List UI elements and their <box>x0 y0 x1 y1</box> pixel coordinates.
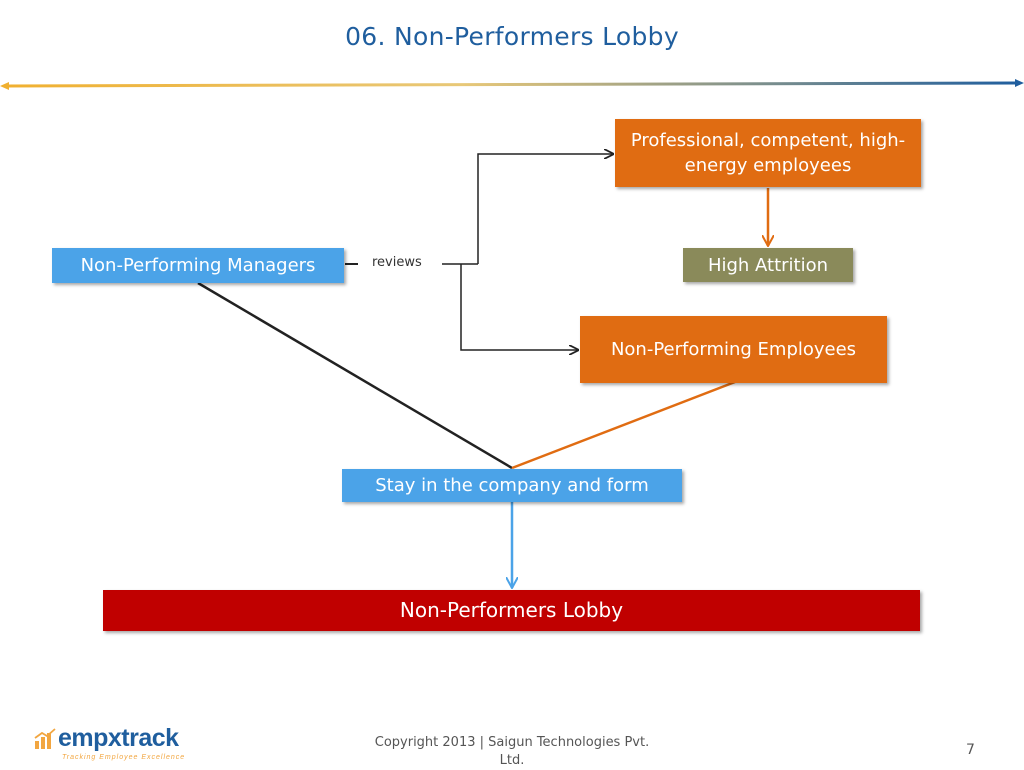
copyright-text: Copyright 2013 | Saigun Technologies Pvt… <box>374 735 650 768</box>
box-non-performing-employees: Non-Performing Employees <box>580 316 887 383</box>
box-non-performers-lobby: Non-Performers Lobby <box>103 590 920 631</box>
line-employees-to-stay <box>511 380 736 470</box>
reviews-label: reviews <box>372 255 422 270</box>
empxtrack-logo: empxtrack Tracking Employee Excellence <box>34 724 214 764</box>
line-managers-to-stay <box>197 281 513 470</box>
slide-title: 06. Non-Performers Lobby <box>345 22 679 51</box>
box-non-performing-managers-label: Non-Performing Managers <box>80 255 316 276</box>
logo-name: empxtrack <box>58 724 179 752</box>
box-high-attrition: High Attrition <box>683 248 853 282</box>
page-number: 7 <box>966 742 975 758</box>
box-non-performing-managers: Non-Performing Managers <box>52 248 344 283</box>
box-non-performers-lobby-label: Non-Performers Lobby <box>399 598 624 622</box>
box-stay-in-company-label: Stay in the company and form <box>375 475 649 496</box>
box-professional-employees-label: Professional, competent, high-energy emp… <box>630 130 906 176</box>
arrow-to-professionals <box>477 154 613 264</box>
title-divider <box>0 79 1024 90</box>
arrow-to-non-performers <box>460 264 578 350</box>
box-high-attrition-label: High Attrition <box>707 254 829 276</box>
logo-tagline: Tracking Employee Excellence <box>62 754 186 761</box>
bar-chart-icon <box>34 728 56 749</box>
box-stay-in-company: Stay in the company and form <box>342 469 682 502</box>
box-non-performing-employees-label: Non-Performing Employees <box>610 339 857 360</box>
box-professional-employees: Professional, competent, high-energy emp… <box>615 119 921 187</box>
